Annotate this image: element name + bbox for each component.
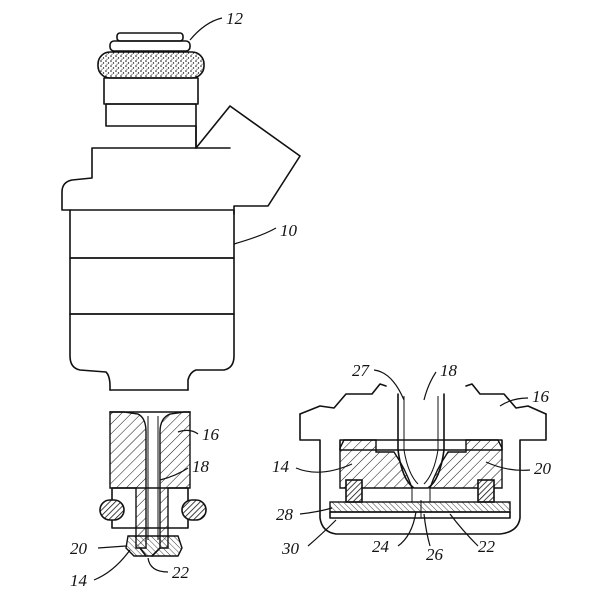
- leader-lines-right: [295, 369, 531, 547]
- label-18-left: 18: [192, 457, 210, 476]
- inlet-filter-cap: [97, 32, 205, 127]
- label-27: 27: [352, 361, 371, 380]
- o-ring-right: [181, 499, 207, 521]
- label-16-left: 16: [202, 425, 220, 444]
- label-22-right: 22: [478, 537, 496, 556]
- seat-body: [339, 439, 413, 489]
- o-ring-section-right: [477, 479, 495, 503]
- seat-body-right: [429, 439, 503, 489]
- label-10: 10: [280, 221, 298, 240]
- o-ring-section-left: [345, 479, 363, 503]
- nozzle-body: [99, 411, 207, 557]
- label-16-right: 16: [532, 387, 550, 406]
- enlarged-nozzle-section: [295, 369, 547, 547]
- injector-assembly: [61, 17, 301, 581]
- label-14-left: 14: [70, 571, 88, 590]
- orifice-plate: [329, 501, 511, 513]
- leader-lines-left: [93, 17, 277, 581]
- label-24: 24: [372, 537, 390, 556]
- label-20-left: 20: [70, 539, 88, 558]
- reference-numerals: 12 10 16 18 20 14 22 27 18 16 14 20 28 3…: [70, 9, 552, 590]
- label-18-right: 18: [440, 361, 458, 380]
- label-22-left: 22: [172, 563, 190, 582]
- label-26: 26: [426, 545, 444, 564]
- o-ring-left: [99, 499, 125, 521]
- label-14-right: 14: [272, 457, 290, 476]
- label-30: 30: [281, 539, 300, 558]
- label-28: 28: [276, 505, 294, 524]
- injector-housing: [61, 105, 301, 391]
- label-20-right: 20: [534, 459, 552, 478]
- label-12: 12: [226, 9, 244, 28]
